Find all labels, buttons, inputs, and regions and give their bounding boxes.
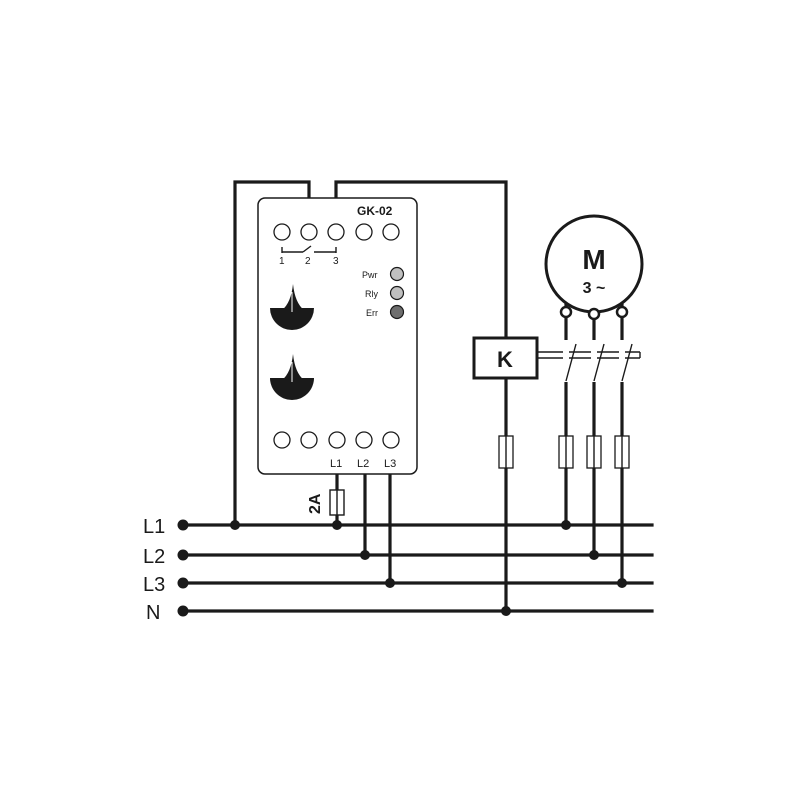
status-leds: Pwr Rly Err: [362, 266, 405, 320]
contactor-main-contacts: [563, 340, 633, 382]
junction-dot: [360, 550, 370, 560]
junction-dots: [230, 520, 627, 616]
top-terminal: [327, 223, 345, 241]
top-terminal: [273, 223, 291, 241]
led-label-pwr: Pwr: [362, 270, 378, 280]
motor-label: M: [582, 244, 605, 275]
top-terminal: [355, 223, 373, 241]
top-terminals: [273, 223, 400, 241]
device-model-label: GK-02: [357, 204, 393, 218]
control-loop-wires: [233, 180, 508, 613]
contact-label-3: 3: [333, 256, 339, 267]
motor-3-phase: M 3 ~: [544, 214, 644, 585]
wire-left-loop: [233, 180, 311, 527]
terminal-label-l3: L3: [384, 458, 396, 470]
motor-terminal: [559, 305, 573, 319]
junction-dot: [332, 520, 342, 530]
junction-dot: [385, 578, 395, 588]
terminal-label-l1: L1: [330, 458, 342, 470]
device-housing: [257, 197, 418, 475]
adjustment-knob-1: [270, 284, 314, 330]
led-label-rly: Rly: [365, 289, 378, 299]
top-terminal: [300, 223, 318, 241]
fuse-rating-label: 2A: [307, 493, 324, 514]
terminal-label-l2: L2: [357, 458, 369, 470]
bottom-terminal-l2: [355, 431, 373, 449]
bottom-terminal-l3: [382, 431, 400, 449]
bus-label-n: N: [146, 602, 160, 624]
led-pwr: [389, 266, 405, 282]
wire-right-loop: [334, 180, 508, 613]
contactor-label: K: [497, 347, 513, 372]
bus-terminal-l1: [177, 519, 189, 531]
contact-label-1: 1: [279, 256, 285, 267]
bus-label-l3: L3: [143, 574, 165, 596]
bus-terminal-l2: [177, 549, 189, 561]
led-err: [389, 304, 405, 320]
fuse-contactor: [498, 435, 514, 469]
junction-dot: [501, 606, 511, 616]
motor-terminal: [587, 307, 601, 321]
junction-dot: [561, 520, 571, 530]
bus-label-l1: L1: [143, 516, 165, 538]
junction-dot: [230, 520, 240, 530]
junction-dot: [617, 578, 627, 588]
bottom-terminals: L1 L2 L3: [273, 431, 400, 470]
led-label-err: Err: [366, 308, 378, 318]
relay-contact-symbol: 1 2 3: [279, 245, 339, 267]
led-rly: [389, 285, 405, 301]
contact-label-2: 2: [305, 256, 311, 267]
contactor-k: K: [472, 336, 641, 380]
bus-label-l2: L2: [143, 546, 165, 568]
motor-terminal: [615, 305, 629, 319]
adjustment-knob-2: [270, 354, 314, 400]
motor-phase-label: 3 ~: [583, 280, 606, 297]
bus-lines: L1 L2 L3 N: [143, 516, 654, 624]
junction-dot: [589, 550, 599, 560]
motor-fuses: [558, 435, 630, 469]
gk-02-device: GK-02 1 2 3 Pwr Rly Err: [257, 197, 418, 475]
bus-terminal-l3: [177, 577, 189, 589]
fuse-2a: 2A: [307, 489, 345, 516]
bottom-terminal: [300, 431, 318, 449]
contactor-coil-box: [472, 336, 539, 380]
bus-terminal-n: [177, 605, 189, 617]
bottom-terminal-l1: [328, 431, 346, 449]
top-terminal: [382, 223, 400, 241]
bottom-terminal: [273, 431, 291, 449]
